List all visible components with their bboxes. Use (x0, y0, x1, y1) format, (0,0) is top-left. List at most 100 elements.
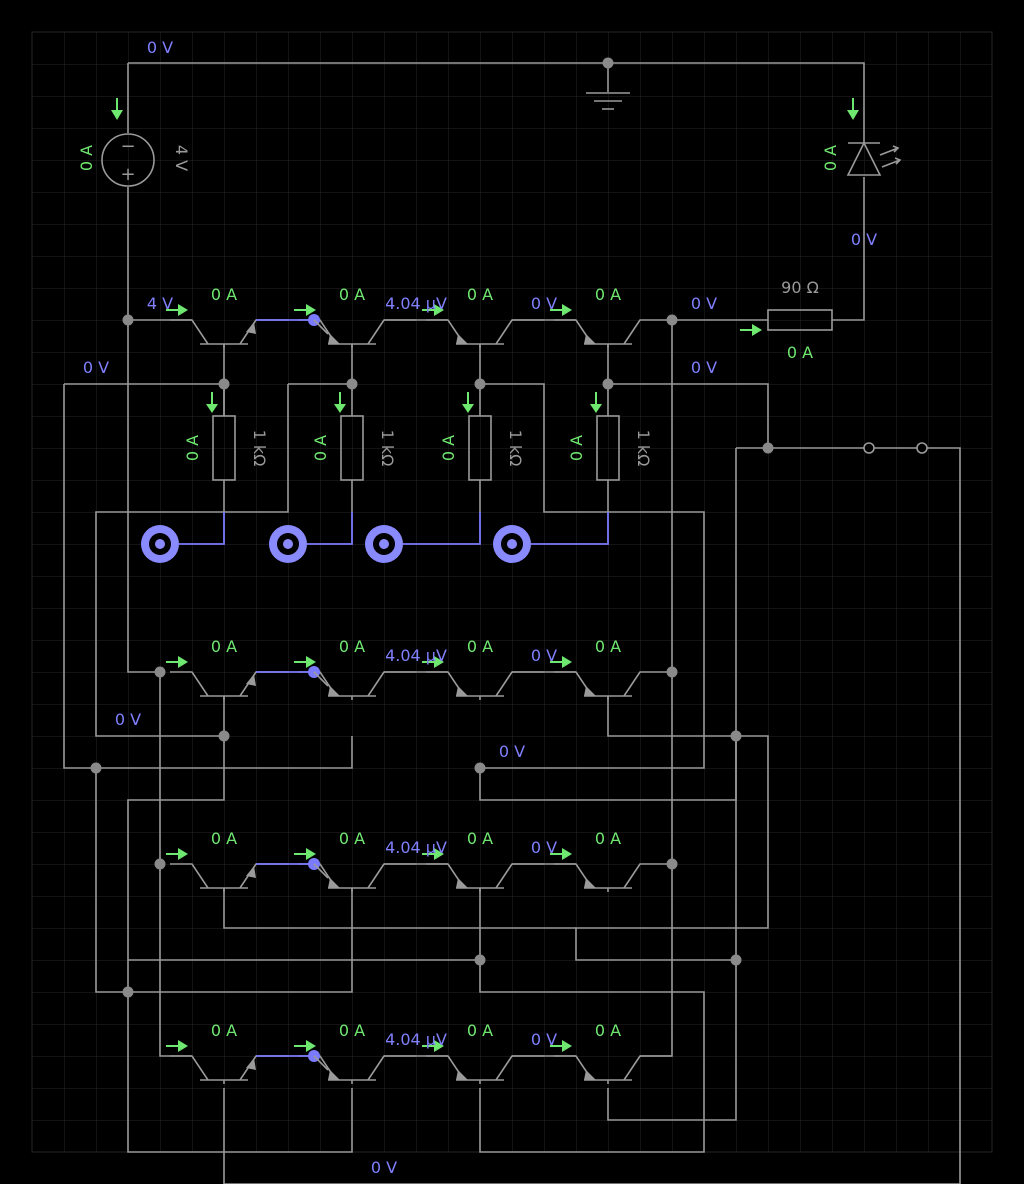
current-arrow (166, 656, 188, 668)
junction-dot (730, 954, 742, 966)
push-button[interactable] (493, 512, 609, 563)
grid-background (31, 31, 993, 1153)
transistor-current: 0 A (339, 285, 365, 304)
series-resistor-current: 0 A (787, 343, 813, 362)
node-voltage: 4 V (147, 294, 173, 313)
current-arrow (294, 1040, 316, 1052)
source-plus-sign: + (120, 164, 135, 185)
source-current-label: 0 A (77, 145, 96, 171)
node-voltage: 4.04 µV (385, 646, 447, 665)
transistor-current: 0 A (211, 1021, 237, 1040)
transistor-current: 0 A (467, 829, 493, 848)
current-arrow (550, 1040, 572, 1052)
current-arrow (847, 98, 859, 120)
pull-resistor[interactable]: 1 kΩ 0 A (183, 392, 269, 481)
transistor-current: 0 A (595, 637, 621, 656)
transistor-current: 0 A (595, 829, 621, 848)
pull-resistor[interactable]: 1 kΩ0 A (567, 392, 653, 481)
misc-voltage-1: 0 V (83, 358, 109, 377)
misc-voltage-5: 0 V (371, 1158, 397, 1177)
junction-dot (730, 730, 742, 742)
series-resistor[interactable]: 90 Ω 0 A (767, 278, 833, 362)
pull-resistor[interactable]: 1 kΩ0 A (311, 392, 397, 481)
current-arrow (166, 848, 188, 860)
node-voltage: 0 V (531, 294, 557, 313)
junction-dot (666, 858, 678, 870)
pull-resistor-current: 0 A (311, 435, 330, 461)
transistor-current: 0 A (339, 829, 365, 848)
transistor-current: 0 A (595, 1021, 621, 1040)
junction-dot (474, 378, 486, 390)
voltage-source[interactable]: − + 4 V 0 A (77, 133, 191, 187)
node-voltage: 4.04 µV (385, 294, 447, 313)
current-arrow (422, 656, 444, 668)
transistor-current: 0 A (467, 1021, 493, 1040)
transistor-current: 0 A (339, 1021, 365, 1040)
current-arrow (294, 304, 316, 316)
current-arrow (422, 304, 444, 316)
current-arrow (422, 1040, 444, 1052)
junction-dot (122, 986, 134, 998)
transistor-current: 0 A (467, 285, 493, 304)
transistor-current: 0 A (595, 285, 621, 304)
node-voltage: 4.04 µV (385, 1030, 447, 1049)
switch[interactable] (863, 442, 928, 454)
junction-dot (474, 954, 486, 966)
row1-output-voltage: 0 V (691, 294, 717, 313)
transistor-array (170, 314, 672, 1084)
junction-dots (90, 57, 774, 998)
current-arrow (166, 304, 188, 316)
junction-dot (602, 57, 614, 69)
junction-dot (762, 442, 774, 454)
series-resistor-value: 90 Ω (781, 278, 819, 297)
input-buttons (141, 512, 609, 563)
top-rail-voltage: 0 V (147, 38, 173, 57)
push-button[interactable] (141, 512, 225, 563)
junction-dot (666, 314, 678, 326)
misc-voltage-3: 0 V (115, 710, 141, 729)
row-labels: 0 A 0 A 0 A 0 A 4 V 4.04 µV 0 V 0 A 0 A 0 A 0 A 4.0… (147, 285, 621, 1049)
junction-dot (154, 666, 166, 678)
junction-dot (474, 762, 486, 774)
pull-resistor-current: 0 A (439, 435, 458, 461)
junction-dot (602, 378, 614, 390)
pull-resistor-current: 0 A (183, 435, 202, 461)
pull-resistor-current: 0 A (567, 435, 586, 461)
junction-dot (666, 666, 678, 678)
transistor-current: 0 A (467, 637, 493, 656)
node-voltage: 0 V (531, 646, 557, 665)
transistor-current: 0 A (211, 285, 237, 304)
pull-resistor[interactable]: 1 kΩ0 A (439, 392, 525, 481)
push-button[interactable] (365, 512, 481, 563)
current-arrow (740, 324, 762, 336)
transistor-current: 0 A (211, 829, 237, 848)
junction-dot (90, 762, 102, 774)
led[interactable]: 0 A (821, 141, 902, 176)
current-arrows (111, 98, 859, 1052)
pull-resistor-value: 1 kΩ (250, 430, 269, 467)
current-arrow (166, 1040, 188, 1052)
current-arrow (294, 848, 316, 860)
current-arrow (294, 656, 316, 668)
current-arrow (550, 656, 572, 668)
node-voltage: 4.04 µV (385, 838, 447, 857)
source-voltage-label: 4 V (172, 145, 191, 171)
current-arrow (550, 304, 572, 316)
misc-voltage-2: 0 V (691, 358, 717, 377)
node-voltage: 0 V (531, 838, 557, 857)
junction-dot (122, 314, 134, 326)
led-current-label: 0 A (821, 145, 840, 171)
push-button[interactable] (269, 512, 353, 563)
junction-dot (154, 858, 166, 870)
junction-dot (218, 730, 230, 742)
current-arrow (111, 98, 123, 120)
transistor-current: 0 A (211, 637, 237, 656)
node-voltage: 0 V (531, 1030, 557, 1049)
ground-icon[interactable] (586, 92, 630, 110)
current-arrow (550, 848, 572, 860)
junction-dot (218, 378, 230, 390)
led-cathode-voltage: 0 V (851, 230, 877, 249)
junction-dot (346, 378, 358, 390)
